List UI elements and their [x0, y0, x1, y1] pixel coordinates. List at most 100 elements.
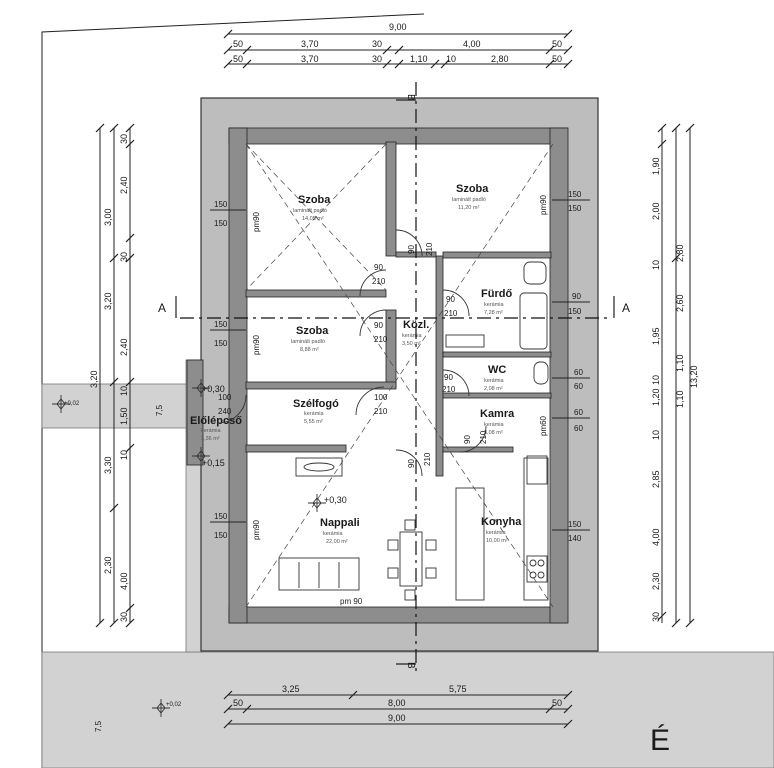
door3-h: 210: [374, 335, 388, 344]
top-r1-0: 50: [233, 39, 243, 49]
left-in-8: 30: [119, 612, 129, 622]
room-szoba-3: Szoba: [296, 325, 329, 337]
win-r5-a: 150: [568, 520, 582, 529]
room-kozl: Közl.: [403, 319, 429, 331]
right-in-8: 4,00: [651, 528, 661, 546]
section-a-right: A: [622, 301, 630, 315]
room-kozl-floor: kerámia: [402, 333, 423, 339]
win-l2-b: 150: [214, 339, 228, 348]
bot-r1-0: 3,25: [282, 684, 300, 694]
washbasin: [523, 261, 547, 285]
diag-1: [245, 143, 554, 608]
room-kamra-floor: kerámia: [484, 422, 505, 428]
chair-5: [404, 519, 416, 531]
chair-1: [387, 539, 399, 551]
room-wc-floor: kerámia: [484, 378, 505, 384]
win-r2-b: 150: [568, 307, 582, 316]
wall-interior-h2: [245, 381, 397, 390]
wall-interior-h7: [442, 446, 514, 453]
door1-h: 210: [425, 242, 434, 256]
right-in-9: 2,30: [651, 572, 661, 590]
right-in-5: 1,20: [651, 388, 661, 406]
pm90-4: pm90: [539, 194, 548, 215]
room-szoba-3-area: 8,88 m²: [300, 347, 319, 353]
pm90-2: pm90: [252, 334, 261, 355]
wall-interior-h6: [442, 392, 552, 399]
level-marker-1: [52, 395, 70, 413]
win-r1-a: 150: [568, 190, 582, 199]
door5-w: 90: [444, 373, 453, 382]
north-indicator: É: [650, 724, 670, 757]
room-nappali-floor: kerámia: [323, 531, 344, 537]
room-wc: WC: [488, 364, 506, 376]
right-in-2: 10: [651, 260, 661, 270]
level-marks: +0,30 +0,15 +0,30 +0,02 +0,02 7,5 7,5: [52, 379, 347, 732]
left-mid-2: 3,30: [103, 456, 113, 474]
doors: 90 210 90 210 90 210 90 210 90 210 90 21…: [217, 229, 488, 477]
top-r2-3: 1,10: [410, 54, 428, 64]
left-dimensions: 30 2,40 30 2,40 10 1,50 10 4,00 30 3,00 …: [89, 123, 135, 628]
room-konyha-floor: kerámia: [486, 530, 507, 536]
room-eloleps-area: 3,36 m²: [201, 436, 220, 442]
room-szoba-2-floor: laminált padló: [452, 197, 486, 203]
top-r2-6: 50: [552, 54, 562, 64]
sofa: [278, 557, 360, 591]
top-r1-2: 30: [372, 39, 382, 49]
door8-h: 210: [374, 407, 388, 416]
door2-w: 90: [374, 263, 383, 272]
site-boundary: [41, 13, 425, 768]
room-szoba-2-area: 11,20 m²: [458, 205, 479, 211]
room-konyha-area: 10,00 m²: [486, 538, 508, 544]
door6-w: 90: [463, 435, 472, 444]
level-marker-5: [308, 494, 326, 512]
window-markers: 150 150 150 150 150 150 150 150 90 150 6…: [210, 190, 590, 606]
shelf-1: [445, 334, 485, 348]
pm90-1: pm90: [252, 211, 261, 232]
top-r1-4: 50: [552, 39, 562, 49]
win-l2-a: 150: [214, 320, 228, 329]
door6-h: 210: [479, 430, 488, 444]
win-r4-b: 60: [574, 424, 583, 433]
wall-south: [228, 606, 568, 624]
wall-interior-h5: [442, 351, 552, 358]
win-r4-a: 60: [574, 408, 583, 417]
wall-ground-label-2: 7,5: [94, 720, 103, 732]
win-l1-b: 150: [214, 219, 228, 228]
win-r3-a: 60: [574, 368, 583, 377]
left-in-4: 10: [119, 386, 129, 396]
wall-interior-h3: [245, 444, 347, 453]
right-in-0: 1,90: [651, 157, 661, 175]
wall-entry: [186, 359, 204, 466]
top-r1-1: 3,70: [301, 39, 319, 49]
room-nappali-area: 22,00 m²: [326, 539, 348, 545]
bot-total: 9,00: [388, 713, 406, 723]
room-furdo-floor: kerámia: [484, 302, 505, 308]
chair-4: [425, 567, 437, 579]
toilet: [533, 361, 549, 385]
win-l3-a: 150: [214, 512, 228, 521]
door9-h: 240: [218, 407, 232, 416]
wall-west: [228, 127, 248, 624]
pm60-1: pm60: [539, 415, 548, 436]
win-pm90-bottom: pm 90: [340, 597, 363, 606]
chair-6: [404, 589, 416, 601]
top-r2-5: 2,80: [491, 54, 509, 64]
room-furdo: Fürdő: [481, 288, 512, 300]
room-konyha: Konyha: [481, 516, 522, 528]
wall-ground-label: 7,5: [155, 404, 164, 416]
top-dimensions: 9,00 50 3,70 30 4,00 50 50 3,70 30 1,10 …: [223, 22, 573, 69]
level-ground-2: +0,02: [166, 702, 182, 708]
left-mid-3: 2,30: [103, 556, 113, 574]
wall-interior-h1: [245, 289, 387, 298]
left-in-0: 30: [119, 134, 129, 144]
right-in-7: 2,85: [651, 470, 661, 488]
wall-interior-v1: [385, 141, 397, 257]
room-furdo-area: 7,28 m²: [484, 310, 503, 316]
dining-table: [399, 531, 423, 587]
bathtub: [519, 292, 548, 350]
right-in-6: 10: [651, 430, 661, 440]
top-total: 9,00: [389, 22, 407, 32]
tv-stand: [295, 457, 343, 477]
wall-interior-h4: [442, 251, 552, 259]
